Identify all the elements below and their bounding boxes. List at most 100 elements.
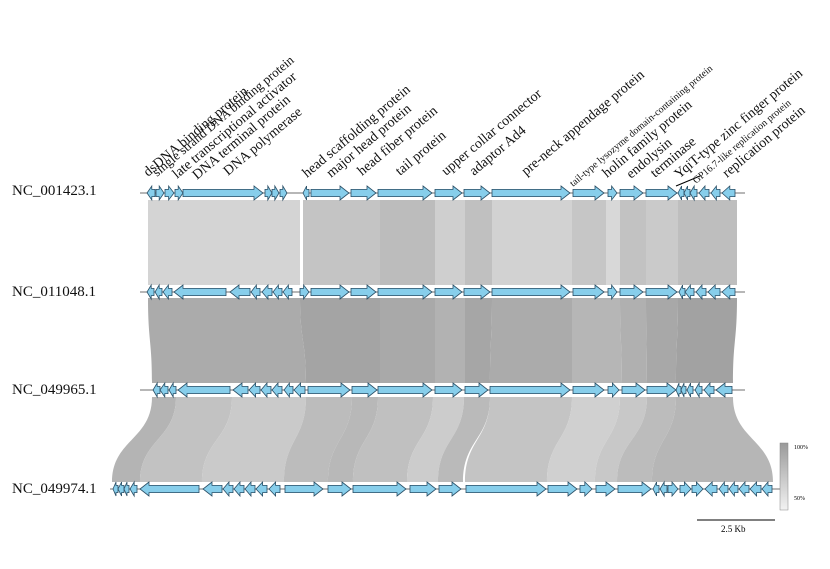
gene-arrow <box>162 283 173 301</box>
gene-arrow <box>619 185 644 201</box>
gene-arrow <box>678 284 686 300</box>
gene-arrow <box>409 481 437 497</box>
gene-arrow <box>572 284 605 300</box>
gene-arrow <box>728 480 739 498</box>
gene-arrow <box>146 184 156 202</box>
similarity-link <box>465 298 492 383</box>
gene-arrow <box>721 185 736 201</box>
gene-arrow <box>659 480 668 498</box>
gene-arrow <box>749 480 762 498</box>
gene-arrow <box>489 382 571 398</box>
gene-arrow <box>491 284 571 300</box>
gene-arrow <box>284 481 324 497</box>
gene-arrow <box>465 481 547 497</box>
gene-arrow <box>244 480 256 498</box>
gene-arrow <box>202 481 223 497</box>
gene-arrow <box>229 284 251 300</box>
gene-arrow <box>683 185 691 201</box>
gene-arrow <box>377 382 433 398</box>
gene-arrow <box>293 381 306 399</box>
gene-arrow <box>704 481 718 497</box>
similarity-link <box>303 200 380 285</box>
gene-arrow <box>155 184 165 202</box>
gene-arrow <box>164 184 175 202</box>
similarity-link <box>646 200 678 285</box>
gene-arrow <box>248 381 261 399</box>
gene-arrow <box>675 382 682 398</box>
gene-arrow <box>260 381 272 399</box>
gene-arrow <box>667 480 679 498</box>
gene-arrow <box>547 481 578 497</box>
gene-arrow <box>680 382 687 398</box>
gene-arrow <box>310 185 350 201</box>
gene-arrow <box>271 184 280 202</box>
similarity-link <box>284 397 352 482</box>
genome-label: NC_001423.1 <box>12 183 97 199</box>
gene-arrow <box>233 480 245 498</box>
similarity-link <box>606 200 620 285</box>
similarity-link <box>572 298 622 383</box>
similarity-link <box>646 298 678 383</box>
gene-arrow <box>307 382 351 398</box>
gene-arrow <box>691 480 704 498</box>
gene-arrow <box>464 382 489 398</box>
gene-arrow <box>302 185 310 201</box>
similarity-link <box>595 397 647 482</box>
similarity-link <box>380 298 435 383</box>
similarity-link <box>547 397 620 482</box>
gene-arrow <box>434 382 463 398</box>
similarity-link <box>617 397 676 482</box>
gene-arrow <box>222 480 234 498</box>
similarity-link <box>465 397 572 482</box>
similarity-link <box>202 397 306 482</box>
identity-legend-low: 50% <box>794 496 805 502</box>
similarity-link <box>490 298 572 383</box>
similarity-link <box>300 298 380 383</box>
gene-arrow <box>264 184 273 202</box>
gene-arrow <box>617 481 652 497</box>
gene-arrow <box>679 480 692 498</box>
gene-arrow <box>689 184 698 202</box>
gene-arrow <box>154 283 163 301</box>
gene-arrow <box>721 284 736 300</box>
gene-arrow <box>645 185 678 201</box>
gene-arrow <box>283 381 294 399</box>
gene-arrow <box>463 185 491 201</box>
genome-label: NC_049974.1 <box>12 481 97 497</box>
similarity-link <box>676 298 737 383</box>
similarity-link <box>435 298 465 383</box>
gene-arrow <box>152 381 161 399</box>
gene-arrow <box>182 185 264 201</box>
gene-arrow <box>579 481 593 497</box>
gene-arrow <box>268 480 281 498</box>
gene-arrow <box>686 382 694 398</box>
gene-arrow <box>698 184 710 202</box>
gene-arrow <box>377 185 433 201</box>
gene-arrow <box>695 283 707 301</box>
similarity-link <box>492 200 572 285</box>
gene-arrow <box>123 481 130 497</box>
gene-arrow <box>232 382 249 398</box>
gene-arrow <box>279 184 288 202</box>
similarity-link <box>465 200 492 285</box>
gene-arrow <box>718 480 729 498</box>
gene-arrow <box>710 184 721 202</box>
gene-arrow <box>299 283 310 301</box>
similarity-link <box>112 397 176 482</box>
gene-arrow <box>139 481 200 497</box>
gene-arrow <box>271 381 283 399</box>
gene-arrow <box>572 382 605 398</box>
gene-arrow <box>168 381 177 399</box>
gene-arrow <box>173 284 227 300</box>
gene-arrow <box>434 284 463 300</box>
gene-arrow <box>715 382 733 398</box>
gene-arrow <box>272 283 283 301</box>
gene-arrow <box>677 185 685 201</box>
gene-arrow <box>350 284 377 300</box>
similarity-link <box>620 298 647 383</box>
genome-label: NC_011048.1 <box>12 284 97 300</box>
gene-arrow <box>177 382 231 398</box>
gene-arrow <box>310 284 350 300</box>
